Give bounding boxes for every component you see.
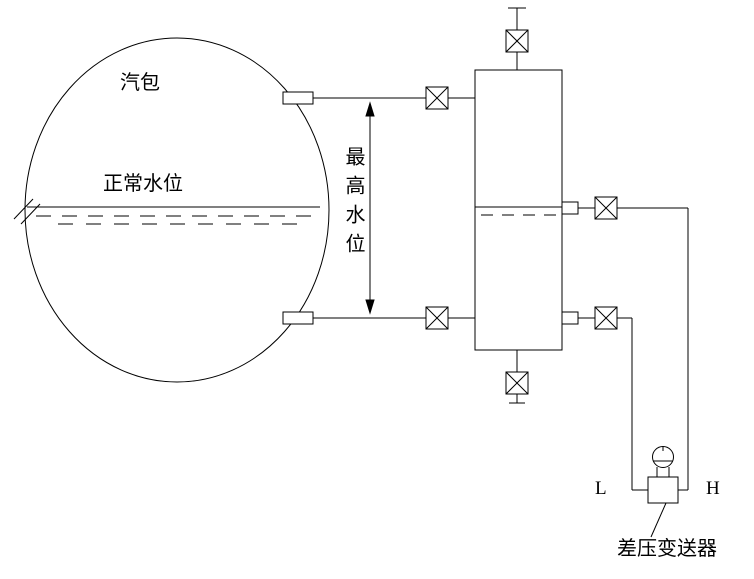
- vessel-water-level: [475, 206, 562, 216]
- upper-left-valve-icon: [425, 86, 449, 110]
- dp-transmitter-icon: [647, 446, 679, 538]
- high-side-impulse-line: [561, 196, 689, 491]
- arrow-up-icon: [365, 101, 375, 117]
- lower-tap-pipe: [282, 306, 475, 330]
- lower-nozzle: [282, 311, 314, 325]
- drum-label: 汽包: [120, 72, 160, 94]
- transmitter-label: 差压变送器: [617, 538, 717, 560]
- break-mark: [13, 198, 41, 225]
- low-side-impulse-line: [561, 306, 648, 491]
- vessel-bottom-pipe: [505, 350, 529, 404]
- balance-vessel: [474, 69, 563, 351]
- right-lower-valve-icon: [594, 306, 618, 330]
- steam-drum-outline: [13, 37, 330, 383]
- label-leader-line: [650, 502, 667, 538]
- lower-left-valve-icon: [425, 306, 449, 330]
- right-upper-valve-icon: [594, 196, 618, 220]
- top-valve-icon: [505, 29, 529, 53]
- low-port-label: L: [595, 478, 607, 499]
- bottom-valve-icon: [505, 371, 529, 395]
- arrow-down-icon: [365, 299, 375, 315]
- max-level-dimension-arrow: [365, 101, 375, 315]
- drum-water-level: [27, 206, 320, 225]
- max-water-level-label: 最高水位: [342, 146, 364, 262]
- normal-water-level-label: 正常水位: [103, 173, 183, 195]
- high-port-label: H: [706, 478, 720, 499]
- vessel-top-pipe: [505, 7, 529, 70]
- right-upper-nozzle: [561, 201, 579, 215]
- upper-nozzle: [282, 91, 314, 105]
- upper-tap-pipe: [282, 86, 475, 110]
- right-lower-nozzle: [561, 311, 579, 325]
